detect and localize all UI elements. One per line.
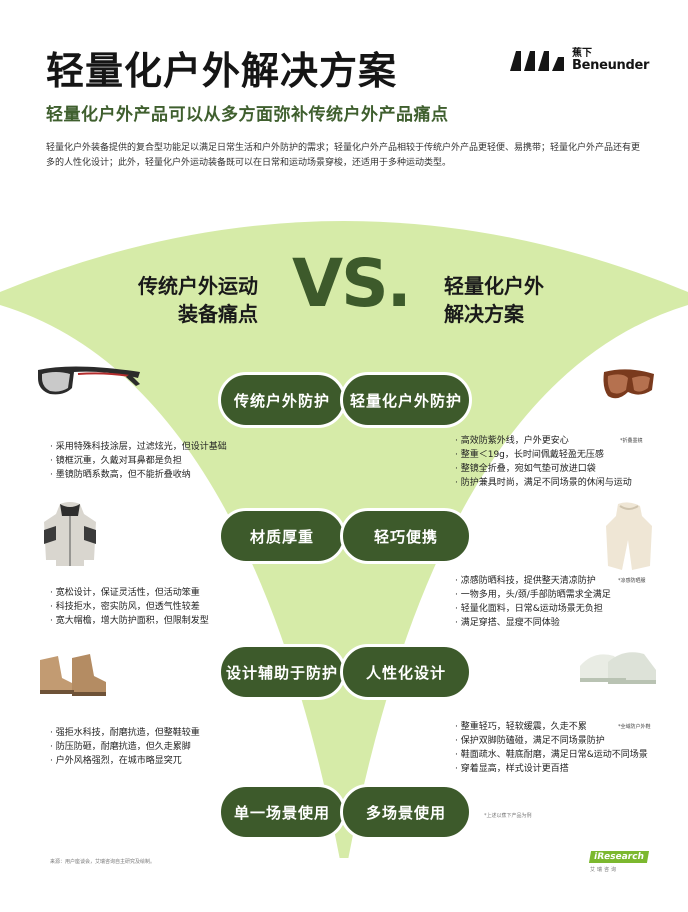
list-item: 防护兼具时尚，满足不同场景的休闲与运动 (455, 476, 677, 490)
sunglasses-icon (38, 366, 140, 395)
list-item: 轻量化面料，日常&运动场景无负担 (455, 602, 677, 616)
beneunder-logo-icon (510, 51, 564, 71)
list-item: 高效防紫外线，户外更安心 (455, 434, 677, 448)
jacket-icon (44, 502, 96, 566)
folding-sunglasses-icon (603, 369, 654, 399)
pill-light-portable: 轻巧便携 (340, 508, 472, 564)
vs-label: VS. (292, 245, 412, 322)
pill-multi-scene: 多场景使用 (340, 784, 472, 840)
list-item: 镜框沉重，久戴对耳鼻都是负担 (50, 454, 270, 468)
right-heading-line2: 解决方案 (444, 302, 524, 326)
brand-logo: 蕉下 Beneunder (508, 48, 649, 72)
list-item: 穿着显高，样式设计更百搭 (455, 762, 677, 776)
list-item: 一物多用，头/颈/手部防晒需求全满足 (455, 588, 677, 602)
logo-en-text: Beneunder (572, 58, 650, 73)
right-heading-line1: 轻量化户外 (444, 274, 544, 298)
pill-heavy-material: 材质厚重 (218, 508, 346, 564)
logo-cn-text: 蕉下 (572, 48, 592, 59)
left-heading-line1: 传统户外运动 (138, 274, 258, 298)
left-bullets-row3: 强拒水科技，耐磨抗造，但整鞋较重 防压防砸，耐磨抗造，但久走累脚 户外风格强烈，… (50, 726, 270, 768)
left-bullets-row1: 采用特殊科技涂层，过滤炫光，但设计基础 镜框沉重，久戴对耳鼻都是负担 墨镜防晒系… (50, 440, 270, 482)
right-bullets-row3: 整重轻巧，轻软缓震，久走不累 保护双脚防磕碰，满足不同场景防护 鞋面疏水、鞋底耐… (455, 720, 677, 776)
source-note: 来源：用户座谈会，艾瑞咨询自主研究及绘制。 (50, 859, 156, 865)
list-item: 保护双脚防磕碰，满足不同场景防护 (455, 734, 677, 748)
list-item: 整重＜19g，长时间佩戴轻盈无压感 (455, 448, 677, 462)
list-item: 鞋面疏水、鞋底耐磨，满足日常&运动不同场景 (455, 748, 677, 762)
pill-single-scene: 单一场景使用 (218, 784, 346, 840)
hiking-boots-icon (40, 654, 106, 696)
left-heading: 传统户外运动 装备痛点 (118, 272, 258, 328)
list-item: 防压防砸，耐磨抗造，但久走累脚 (50, 740, 270, 754)
list-item: 整镜全折叠，宛如气垫可放进口袋 (455, 462, 677, 476)
list-item: 科技拒水，密实防风，但透气性较差 (50, 600, 270, 614)
list-item: 凉感防晒科技，提供整天清凉防护 (455, 574, 677, 588)
sneakers-icon (580, 652, 656, 684)
list-item: 墨镜防晒系数高，但不能折叠收纳 (50, 468, 270, 482)
intro-paragraph: 轻量化户外装备提供的复合型功能足以满足日常生活和户外防护的需求；轻量化户外产品相… (46, 143, 641, 168)
pill-lightweight-protection: 轻量化户外防护 (340, 372, 472, 428)
right-bullets-row1: 高效防紫外线，户外更安心 整重＜19g，长时间佩戴轻盈无压感 整镜全折叠，宛如气… (455, 434, 677, 490)
right-bullets-row2: 凉感防晒科技，提供整天清凉防护 一物多用，头/颈/手部防晒需求全满足 轻量化面料… (455, 574, 677, 630)
iresearch-logo: iResearch 艾瑞咨询 (588, 851, 649, 873)
left-bullets-row2: 宽松设计，保证灵活性，但活动笨重 科技拒水，密实防风，但透气性较差 宽大帽檐，增… (50, 586, 270, 628)
pill-design-secondary: 设计辅助于防护 (218, 644, 346, 700)
left-heading-line2: 装备痛点 (178, 302, 258, 326)
product-footnote: *上述以蕉下产品为例 (484, 813, 532, 819)
page-title: 轻量化户外解决方案 (46, 49, 398, 93)
list-item: 整重轻巧，轻软缓震，久走不累 (455, 720, 677, 734)
iresearch-subtext: 艾瑞咨询 (590, 867, 619, 873)
page-subtitle: 轻量化户外产品可以从多方面弥补传统户外产品痛点 (46, 105, 449, 125)
pill-human-design: 人性化设计 (340, 644, 472, 700)
right-heading: 轻量化户外 解决方案 (444, 272, 594, 328)
list-item: 强拒水科技，耐磨抗造，但整鞋较重 (50, 726, 270, 740)
list-item: 满足穿搭、显瘦不同体验 (455, 616, 677, 630)
list-item: 采用特殊科技涂层，过滤炫光，但设计基础 (50, 440, 270, 454)
list-item: 户外风格强烈，在城市略显突兀 (50, 754, 270, 768)
pill-traditional-protection: 传统户外防护 (218, 372, 346, 428)
iresearch-brand: iResearch (588, 851, 649, 863)
sun-protection-jacket-icon (606, 502, 652, 570)
list-item: 宽大帽檐，增大防护面积，但限制发型 (50, 614, 270, 628)
list-item: 宽松设计，保证灵活性，但活动笨重 (50, 586, 270, 600)
